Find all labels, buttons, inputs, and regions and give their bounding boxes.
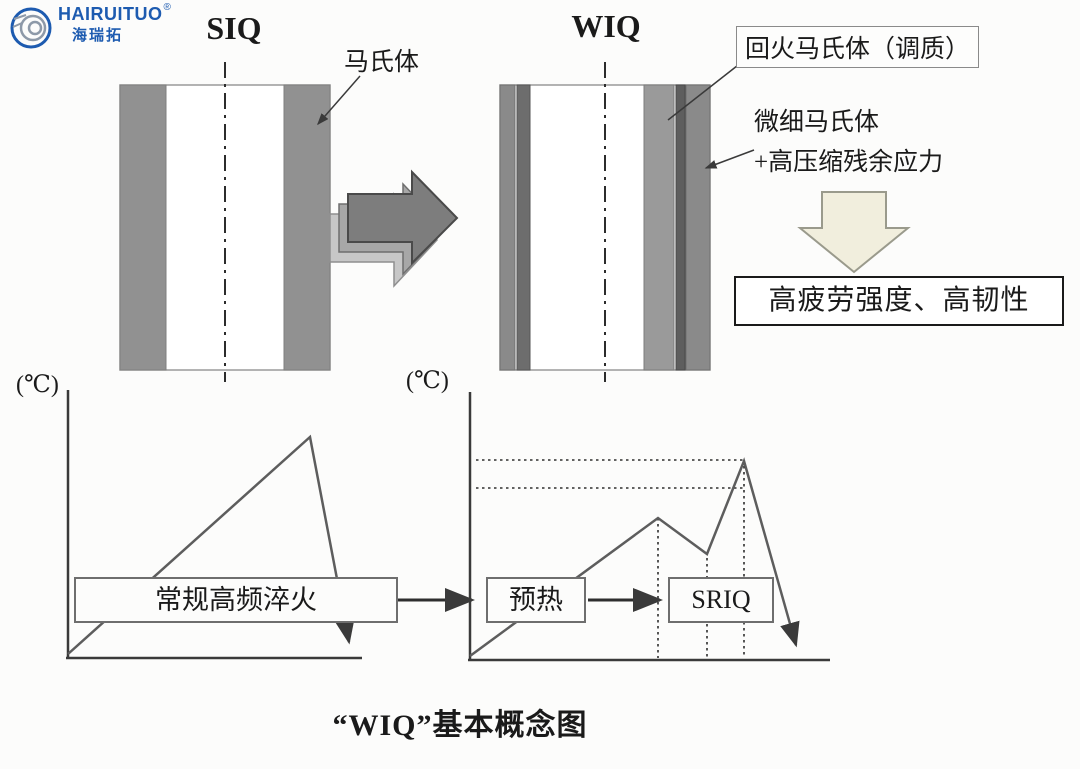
transform-arrow-main [347, 169, 459, 266]
right-graph [468, 392, 830, 662]
coil-mid-ring [19, 14, 47, 42]
coil-tail-lines [12, 14, 27, 28]
fine-martensite-label: 微细马氏体 +高压缩残余应力 [754, 102, 943, 178]
conventional-quench-box: 常规高频淬火 [74, 577, 398, 623]
coil-inner-ring [27, 20, 43, 36]
result-box: 高疲劳强度、高韧性 [734, 276, 1064, 326]
fine-martensite-label-line2: +高压缩残余应力 [754, 149, 944, 176]
hairuituo-logo: HAIRUITUO ® 海瑞拓 [8, 2, 171, 51]
left-graph-axis-unit: (℃) [16, 372, 59, 398]
sriq-box: SRIQ [668, 577, 774, 623]
tempered-martensite-pointer-line [667, 61, 743, 121]
wiq-tempered-martensite-band [643, 84, 675, 371]
registered-trademark-icon: ® [163, 2, 171, 13]
wiq-left-outer-band [499, 84, 516, 371]
wiq-dark-strip [675, 84, 686, 371]
siq-cylinder [119, 62, 331, 382]
diagram-caption: “WIQ”基本概念图 [332, 709, 588, 742]
result-down-arrow-icon [797, 191, 911, 274]
wiq-left-inner-band [516, 84, 531, 371]
siq-left-martensite-band [119, 84, 167, 371]
wiq-fine-martensite-band [685, 84, 711, 371]
right-graph-axis-unit: (℃) [406, 368, 449, 394]
martensite-pointer-line [317, 75, 361, 126]
right-graph-temperature-curve [469, 457, 800, 658]
fine-martensite-pointer-line [704, 149, 755, 169]
coil-logo-icon [10, 7, 52, 49]
siq-right-martensite-band [283, 84, 331, 371]
logo-subtitle-text: 海瑞拓 [72, 27, 124, 44]
transform-arrow-icon [329, 169, 459, 288]
siq-title: SIQ [206, 10, 262, 46]
wiq-title: WIQ [571, 8, 641, 44]
coil-outer-ring [10, 7, 52, 49]
fine-martensite-label-line1: 微细马氏体 [754, 109, 880, 136]
logo-brand-text: HAIRUITUO [58, 4, 163, 24]
logo-text-block: HAIRUITUO ® 海瑞拓 [58, 2, 171, 44]
preheat-box: 预热 [486, 577, 586, 623]
wiq-cylinder [499, 62, 711, 382]
martensite-label: 马氏体 [344, 49, 420, 76]
tempered-martensite-label: 回火马氏体（调质） [736, 26, 980, 68]
